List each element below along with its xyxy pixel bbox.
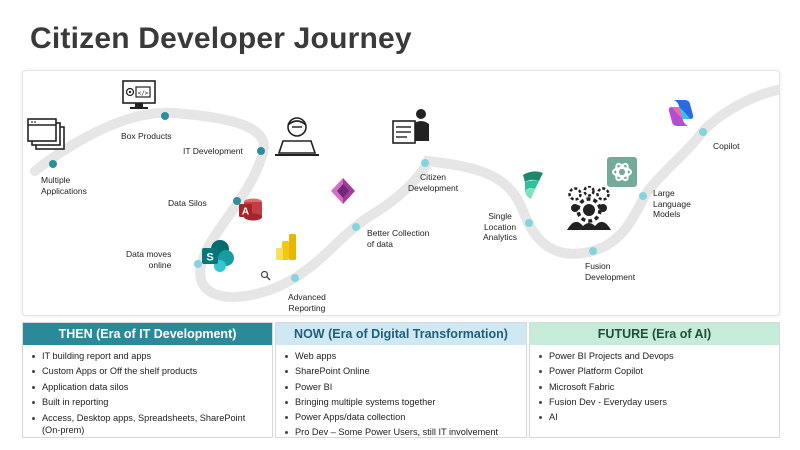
list-item: Application data silos [31, 380, 264, 395]
copilot-icon [665, 97, 697, 134]
column-now: NOW (Era of Digital Transformation) Web … [275, 322, 527, 438]
list-item: AI [538, 410, 771, 425]
team-gears-icon [565, 185, 613, 237]
journey-road [30, 84, 779, 302]
openai-icon [607, 157, 637, 192]
column-now-header: NOW (Era of Digital Transformation) [276, 323, 526, 345]
column-then: THEN (Era of IT Development) IT building… [22, 322, 273, 438]
column-future-header: FUTURE (Era of AI) [530, 323, 779, 345]
power-bi-icon [274, 232, 298, 267]
label-advanced-reporting: Advanced Reporting [288, 292, 326, 313]
list-item: Microsoft Fabric [538, 380, 771, 395]
label-data-moves-online: Data moves online [126, 249, 172, 270]
milestone-dot-box-products [161, 112, 169, 120]
label-copilot: Copilot [713, 141, 740, 151]
microsoft-access-icon: A [238, 197, 264, 228]
page-title: Citizen Developer Journey [30, 22, 412, 55]
list-item: Bringing multiple systems together [284, 395, 518, 410]
list-item: Custom Apps or Off the shelf products [31, 364, 264, 379]
microsoft-fabric-icon [519, 169, 547, 206]
list-item: Power Platform Copilot [538, 364, 771, 379]
list-item: IT building report and apps [31, 349, 264, 364]
journey-diagram: </> A S [22, 70, 780, 316]
milestone-dot-data-silos [233, 197, 241, 205]
milestone-dot-applications [49, 160, 57, 168]
milestone-dot-copilot [699, 128, 707, 136]
column-now-list: Web apps SharePoint Online Power BI Brin… [276, 345, 526, 441]
milestone-dot-fusion [589, 247, 597, 255]
list-item: Power BI [284, 380, 518, 395]
label-better-collection: Better Collection of data [367, 228, 430, 249]
label-single-location-analytics: Single Location Analytics [483, 211, 518, 242]
monitor-code-icon: </> [121, 79, 157, 116]
list-item: Web apps [284, 349, 518, 364]
milestone-dot-reporting [291, 274, 299, 282]
milestone-dot-data-online [194, 260, 202, 268]
magnifier-icon [260, 269, 272, 287]
milestone-dot-collection [352, 223, 360, 231]
label-large-language-models: Large Language Models [653, 188, 691, 219]
column-then-list: IT building report and apps Custom Apps … [23, 345, 272, 436]
svg-text:S: S [206, 252, 213, 264]
milestone-dot-citizen [421, 159, 429, 167]
milestone-dot-it-development [257, 147, 265, 155]
milestone-dot-llm [639, 192, 647, 200]
list-item: SharePoint Online [284, 364, 518, 379]
label-multiple-applications: Multiple Applications [41, 175, 87, 196]
sharepoint-icon: S [200, 239, 236, 278]
column-future: FUTURE (Era of AI) Power BI Projects and… [529, 322, 780, 438]
power-apps-icon [329, 176, 357, 211]
list-item: Built in reporting [31, 395, 264, 410]
list-item: Fusion Dev - Everyday users [538, 395, 771, 410]
label-citizen-development: Citizen Development [408, 172, 459, 193]
list-item: Power Apps/data collection [284, 410, 518, 425]
list-item: Pro Dev – Some Power Users, still IT inv… [284, 425, 518, 440]
list-item: Power BI Projects and Devops [538, 349, 771, 364]
presenter-board-icon [391, 107, 435, 152]
column-then-header: THEN (Era of IT Development) [23, 323, 272, 345]
label-box-products: Box Products [121, 131, 172, 141]
label-data-silos: Data Silos [168, 198, 207, 208]
list-item: Access, Desktop apps, Spreadsheets, Shar… [31, 412, 264, 436]
milestone-dot-single-location [525, 219, 533, 227]
developer-laptop-icon [273, 115, 321, 164]
svg-text:</>: </> [138, 90, 149, 97]
label-it-development: IT Development [183, 146, 243, 156]
label-fusion-development: Fusion Development [585, 261, 636, 282]
column-future-list: Power BI Projects and Devops Power Platf… [530, 345, 779, 425]
stacked-windows-icon [26, 117, 66, 156]
svg-text:A: A [242, 207, 249, 218]
